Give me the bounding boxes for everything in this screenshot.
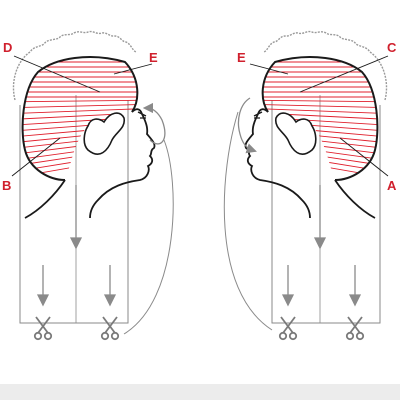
- left-ear: [83, 112, 126, 155]
- right-face-profile: [244, 108, 311, 219]
- label-d: D: [3, 40, 12, 55]
- arrow-down-icon: [281, 185, 362, 307]
- label-e-right: E: [237, 50, 246, 65]
- label-b: B: [2, 178, 11, 193]
- scissors-icon: [100, 316, 120, 341]
- arrow-down-icon: [36, 185, 117, 307]
- label-e-left: E: [149, 50, 158, 65]
- right-eye: [253, 111, 263, 119]
- left-guide-frame: [19, 100, 129, 324]
- leader-c: [299, 55, 389, 93]
- left-figure: D E B: [2, 30, 174, 341]
- right-ear: [274, 112, 317, 155]
- left-neck: [24, 179, 66, 219]
- left-hair-wave: [12, 30, 137, 101]
- scissors-icon: [345, 316, 365, 341]
- left-curved-arrow: [142, 102, 166, 145]
- right-guide-frame: [271, 100, 381, 324]
- footer-band: [0, 384, 400, 400]
- leader-e-left: [113, 63, 153, 75]
- right-long-curve: [223, 111, 273, 331]
- label-c: C: [387, 40, 397, 55]
- left-head-outline: [21, 56, 139, 181]
- right-curved-arrow: [237, 97, 257, 154]
- leader-a: [339, 137, 389, 177]
- leader-b: [11, 137, 61, 177]
- scissors-icon: [278, 316, 298, 341]
- leader-d: [13, 55, 101, 93]
- right-neck: [334, 179, 376, 219]
- right-hair-wave: [263, 30, 388, 101]
- scissors-icon: [33, 316, 53, 341]
- leader-e-right: [249, 63, 289, 75]
- label-a: A: [387, 178, 397, 193]
- left-long-curve: [123, 139, 174, 335]
- left-eye: [137, 111, 147, 119]
- right-figure: E C A: [223, 30, 397, 341]
- right-head-outline: [261, 56, 379, 181]
- left-face-profile: [89, 108, 156, 219]
